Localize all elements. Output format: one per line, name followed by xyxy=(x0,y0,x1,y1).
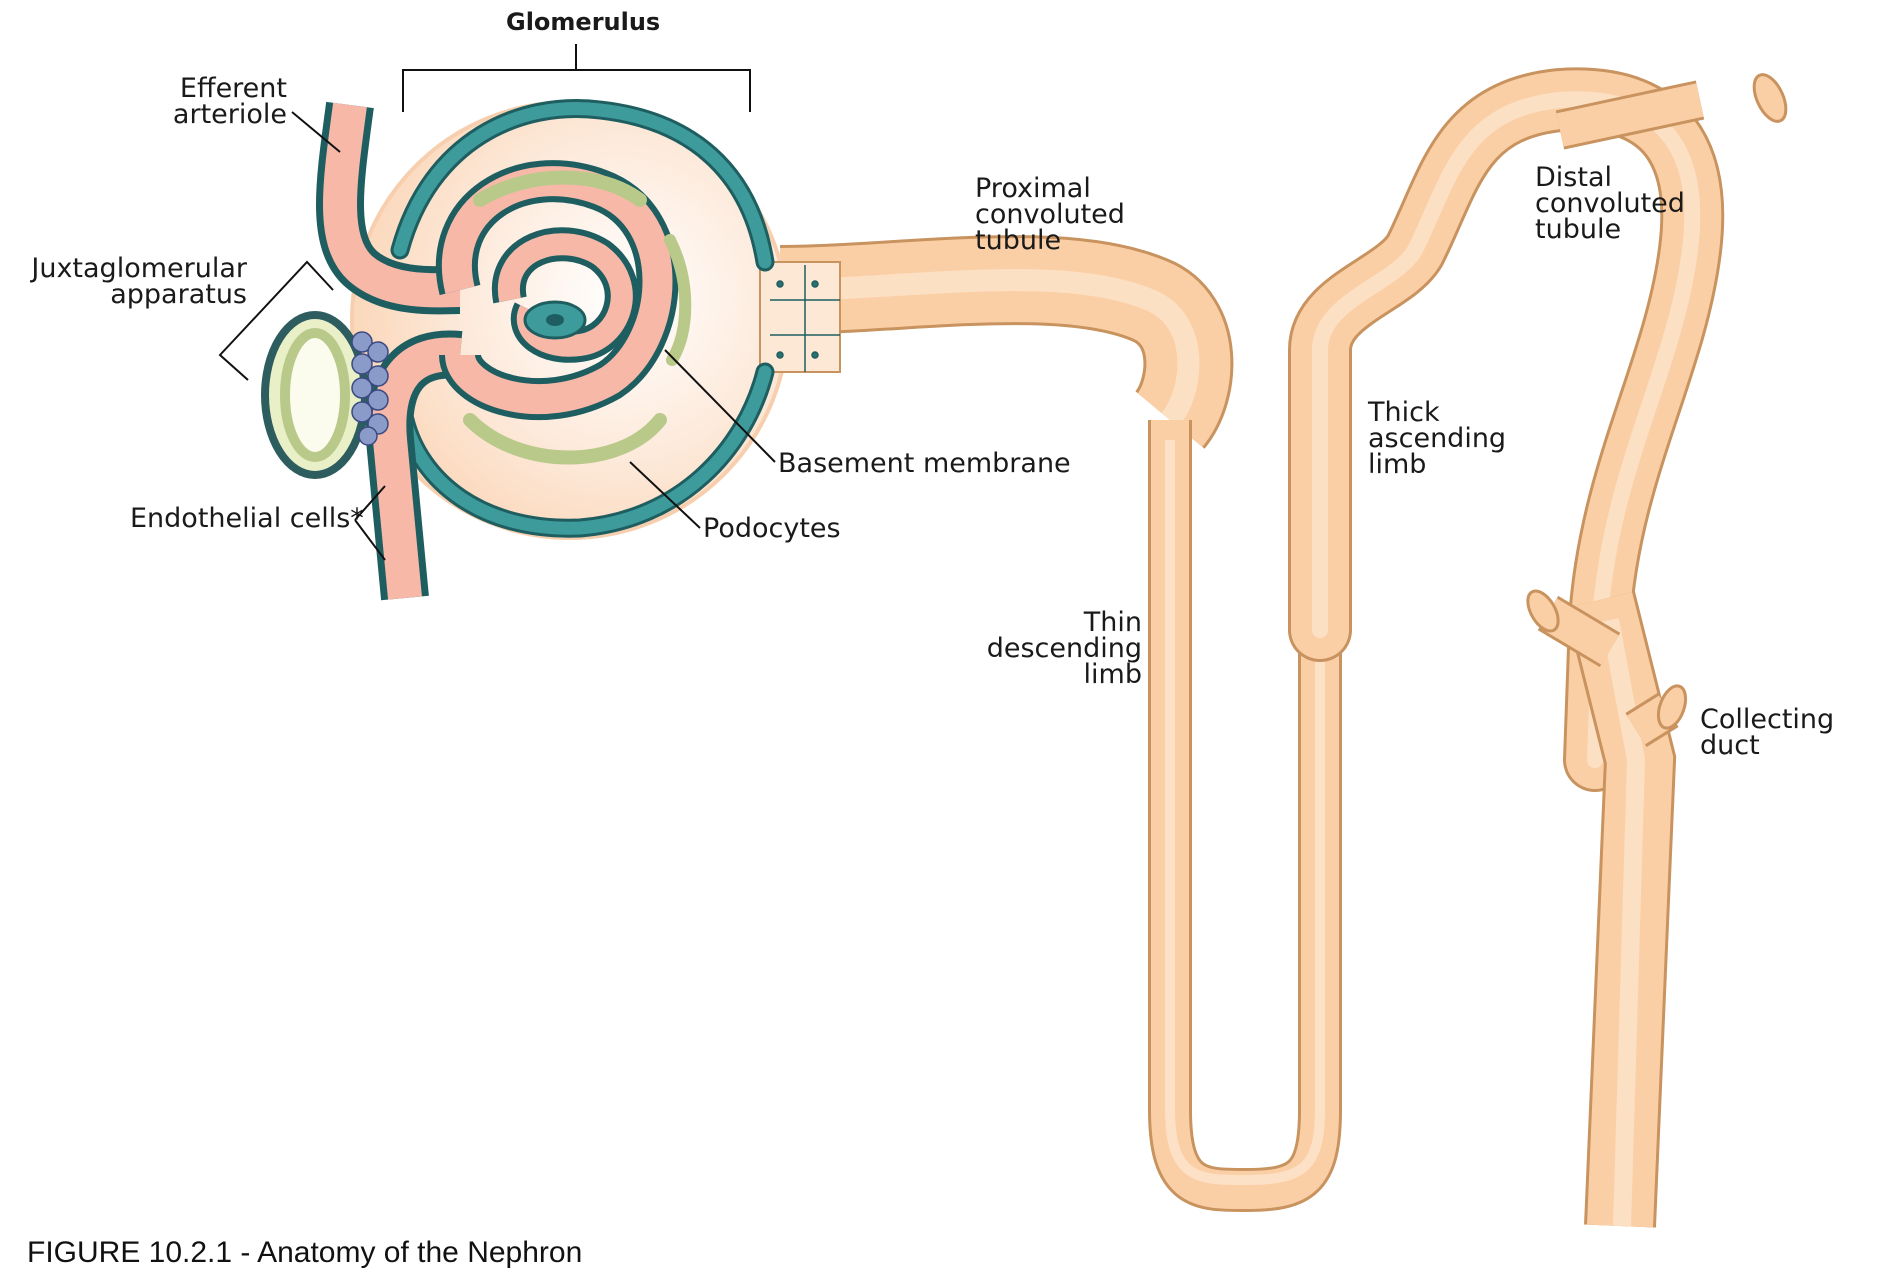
distal-line-2: convoluted xyxy=(1535,188,1685,219)
juxtaglomerular-apparatus xyxy=(261,311,389,479)
efferent-leader xyxy=(291,111,341,153)
basement-membrane-label: Basement membrane xyxy=(778,448,1071,479)
efferent-arteriole-line-2: arteriole xyxy=(172,99,287,130)
juxtaglomerular-line-1: Juxtaglomerular xyxy=(31,253,247,284)
distal-line-1: Distal xyxy=(1535,162,1612,193)
juxtaglomerular-cells xyxy=(351,331,389,446)
thick-line-3: limb xyxy=(1368,449,1427,480)
thin-line-1: Thin xyxy=(1083,607,1142,638)
thick-line-2: ascending xyxy=(1368,423,1507,454)
juxtaglomerular-bracket xyxy=(218,260,334,381)
proximal-line-1: Proximal xyxy=(975,173,1091,204)
distal-line-3: tubule xyxy=(1535,214,1622,245)
distal-convoluted-tubule-label: Distal convoluted tubule xyxy=(1535,162,1685,245)
figure-caption: FIGURE 10.2.1 - Anatomy of the Nephron xyxy=(27,1236,583,1269)
thick-line-1: Thick xyxy=(1368,397,1440,428)
thin-line-3: limb xyxy=(1083,659,1142,690)
collecting-line-1: Collecting xyxy=(1700,704,1835,735)
tubule-neck-cells xyxy=(770,265,840,372)
thin-descending-limb-label: Thin descending limb xyxy=(986,607,1142,690)
thin-line-2: descending xyxy=(986,633,1142,664)
collecting-duct-label: Collecting duct xyxy=(1700,704,1835,761)
proximal-convoluted-tubule-label: Proximal convoluted tubule xyxy=(975,173,1125,256)
efferent-arteriole-label: Efferent arteriole xyxy=(172,73,287,130)
podocytes-label: Podocytes xyxy=(703,513,841,544)
thick-ascending-limb-label: Thick ascending limb xyxy=(1368,397,1507,480)
basement-membrane-leader xyxy=(664,349,776,463)
podocytes-leader xyxy=(629,461,701,529)
efferent-arteriole-line-1: Efferent xyxy=(179,73,287,104)
proximal-line-2: convoluted xyxy=(975,199,1125,230)
endothelial-leader xyxy=(354,485,386,561)
leader-lines xyxy=(218,44,776,561)
juxtaglomerular-line-2: apparatus xyxy=(110,279,247,310)
endothelial-cells-label: Endothelial cells* xyxy=(130,503,364,534)
renal-corpuscle xyxy=(261,99,841,601)
tubule-system xyxy=(779,67,1788,1228)
glomerulus-label: Glomerulus xyxy=(506,8,661,36)
collecting-line-2: duct xyxy=(1700,730,1760,761)
glomerular-capillaries xyxy=(435,160,692,465)
juxtaglomerular-apparatus-label: Juxtaglomerular apparatus xyxy=(31,253,247,310)
glomerulus-bracket xyxy=(402,44,751,112)
proximal-line-3: tubule xyxy=(975,225,1062,256)
